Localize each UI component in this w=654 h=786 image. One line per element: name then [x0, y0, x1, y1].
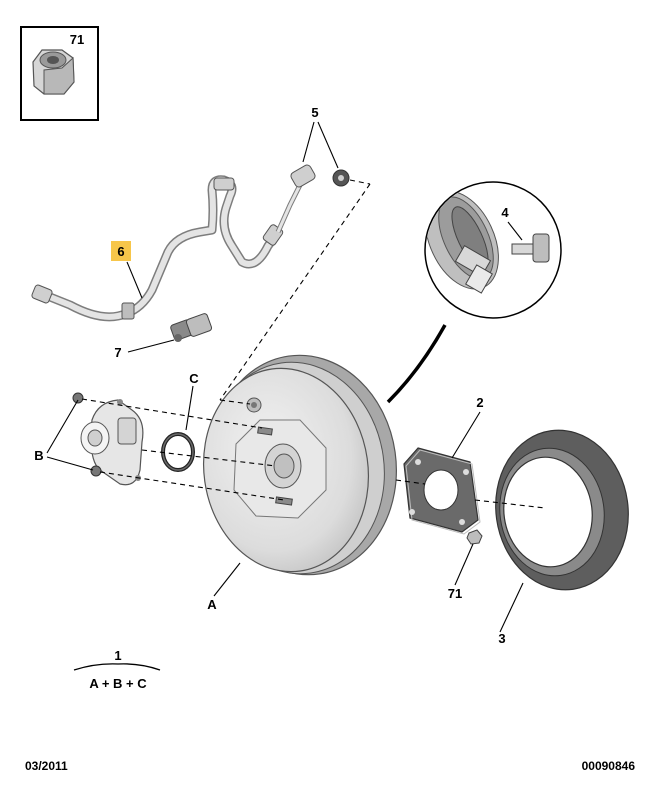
nut-71[interactable] [466, 529, 483, 545]
hose-connector-5[interactable] [275, 164, 350, 234]
part-labels: 5 6 7 C B 2 71 3 A [34, 105, 505, 646]
label-b: B [34, 448, 43, 463]
assembly-formula: 1 A + B + C [73, 648, 161, 691]
formula-text: A + B + C [89, 676, 147, 691]
seal-3[interactable] [486, 422, 639, 599]
leader-lines [46, 121, 524, 633]
nut-inset: 71 [20, 26, 99, 121]
footer: 03/2011 00090846 [25, 759, 635, 773]
bolts-b[interactable] [72, 392, 102, 477]
label-a: A [207, 597, 217, 612]
footer-code: 00090846 [582, 759, 636, 773]
label-3: 3 [498, 631, 505, 646]
highlight-6 [111, 241, 131, 261]
label-71: 71 [448, 586, 462, 601]
assembly-lines [81, 179, 546, 509]
footer-date: 03/2011 [25, 759, 68, 773]
master-cylinder-flange[interactable] [80, 399, 144, 486]
label-c: C [189, 371, 199, 386]
label-5: 5 [311, 105, 318, 120]
nut-icon [32, 49, 75, 95]
label-6: 6 [117, 244, 124, 259]
vacuum-hose[interactable] [31, 175, 284, 322]
o-ring-c[interactable] [161, 432, 195, 472]
brake-booster[interactable] [191, 343, 411, 586]
valve-detail-circle: 4 [386, 181, 562, 404]
gasket-2[interactable] [403, 447, 481, 535]
label-7: 7 [114, 345, 121, 360]
label-1: 1 [114, 648, 121, 663]
inset-nut-label: 71 [70, 32, 84, 47]
label-2: 2 [476, 395, 483, 410]
connector-7[interactable] [170, 313, 213, 342]
check-valve-label: 4 [501, 205, 509, 220]
